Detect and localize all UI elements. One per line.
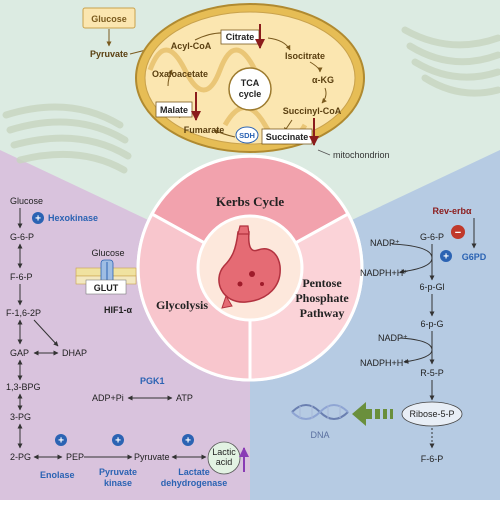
- mitochondrion-label: mitochondrion: [333, 150, 390, 160]
- ppp-ribose5p: Ribose-5-P: [409, 409, 454, 419]
- glut-box: [85, 279, 127, 295]
- gly-gap: GAP: [10, 348, 29, 358]
- membrane-glucose-label: Glucose: [91, 248, 124, 258]
- gly-dhap: DHAP: [62, 348, 87, 358]
- glucose-box: [82, 7, 136, 29]
- nadph-2: NADPH+H⁺: [360, 358, 408, 368]
- tca-label-1: TCA: [241, 78, 260, 88]
- golgi-decoration-left: [2, 103, 132, 174]
- pyruvate-kinase-plus-icon: [112, 434, 124, 446]
- pk-label-1: Pyruvate: [99, 467, 137, 477]
- glycolysis-center-label: Glycolysis: [156, 298, 208, 312]
- kerbs-cycle-label: Kerbs Cycle: [216, 194, 284, 209]
- lactic-acid-circle: [207, 441, 241, 475]
- svg-text:+: +: [443, 252, 449, 263]
- nadph-1: NADPH+H⁺: [360, 268, 408, 278]
- dna-label: DNA: [310, 430, 329, 440]
- tca-label-2: cycle: [239, 89, 262, 99]
- svg-text:+: +: [58, 436, 64, 447]
- enolase-plus-icon: [55, 434, 67, 446]
- stomach-icon: [218, 225, 281, 309]
- glycolysis-region: [0, 150, 250, 500]
- lactic-label-2: acid: [216, 457, 233, 467]
- adp-pi-label: ADP+Pi: [92, 393, 124, 403]
- tca-cycle-circle: [228, 67, 272, 111]
- gly-f6p: F-6-P: [10, 272, 33, 282]
- ppp-label-3: Pathway: [300, 306, 345, 320]
- ribose5p-ellipse: [401, 401, 463, 427]
- ppp-label-2: Phosphate: [295, 291, 349, 305]
- rev-erba-label: Rev-erbα: [432, 206, 472, 216]
- pgk1-label: PGK1: [140, 376, 165, 386]
- gly-3pg: 3-PG: [10, 412, 31, 422]
- enolase-label: Enolase: [40, 470, 75, 480]
- gly-glucose: Glucose: [10, 196, 43, 206]
- rev-erba-minus-icon: [451, 225, 465, 239]
- ppp-panel: Rev-erbα − G6PD + G-6-P NADP⁺ NADPH+H⁺ 6…: [291, 206, 487, 464]
- gly-pyruvate: Pyruvate: [134, 452, 170, 462]
- fumarate-label: Fumarate: [184, 125, 225, 135]
- gly-pep: PEP: [66, 452, 84, 462]
- svg-text:+: +: [35, 214, 41, 225]
- svg-text:−: −: [455, 227, 461, 239]
- glycolysis-panel: Glucose + Hexokinase G-6-P F-6-P F-1,6-2…: [6, 196, 249, 488]
- citrate-label: Citrate: [226, 32, 255, 42]
- akg-label: α-KG: [312, 75, 334, 85]
- gly-f16p: F-1,6-2P: [6, 308, 41, 318]
- ppp-r5p: R-5-P: [420, 368, 444, 378]
- svg-text:+: +: [115, 436, 121, 447]
- golgi-decoration-right: [401, 26, 500, 97]
- mito-pyruvate-label: Pyruvate: [90, 49, 128, 59]
- ldh-plus-icon: [182, 434, 194, 446]
- gly-2pg: 2-PG: [10, 452, 31, 462]
- malate-box: [155, 101, 193, 118]
- lactic-label-1: Lactic: [212, 447, 236, 457]
- atp-label: ATP: [176, 393, 193, 403]
- sdh-label: SDH: [239, 131, 255, 140]
- pk-label-2: kinase: [104, 478, 132, 488]
- gly-g6p: G-6-P: [10, 232, 34, 242]
- ppp-6pgl: 6-p-Gl: [419, 282, 444, 292]
- ppp-f6p: F-6-P: [421, 454, 444, 464]
- green-arrow-to-dna-icon: [352, 402, 393, 426]
- sdh-badge: [235, 126, 259, 144]
- ppp-6pg: 6-p-G: [420, 319, 443, 329]
- hexokinase-plus-icon: [32, 212, 44, 224]
- succinate-label: Succinate: [266, 132, 309, 142]
- ldh-label-2: dehydrogenase: [161, 478, 228, 488]
- g6pd-plus-icon: [440, 250, 452, 262]
- nadp-1: NADP⁺: [370, 238, 400, 248]
- oxaloacetate-label: Oxaloacetate: [152, 69, 208, 79]
- gly-bpg: 1,3-BPG: [6, 382, 41, 392]
- ppp-label-1: Pentose: [302, 276, 342, 290]
- acyl-coa-label: Acyl-CoA: [171, 41, 212, 51]
- dna-helix-icon: [291, 404, 349, 420]
- glut-label: GLUT: [94, 283, 119, 293]
- nadp-2: NADP⁺: [378, 333, 408, 343]
- mito-glucose-label: Glucose: [91, 14, 127, 24]
- g6pd-label: G6PD: [462, 252, 487, 262]
- isocitrate-label: Isocitrate: [285, 51, 325, 61]
- malate-label: Malate: [160, 105, 188, 115]
- hexokinase-label: Hexokinase: [48, 213, 98, 223]
- ppp-g6p: G-6-P: [420, 232, 444, 242]
- mito-label-leader: [317, 149, 331, 156]
- ldh-label-1: Lactate: [178, 467, 210, 477]
- succinyl-coa-label: Succinyl-CoA: [283, 106, 342, 116]
- hif1a-label: HIF1-α: [104, 305, 133, 315]
- svg-text:+: +: [185, 436, 191, 447]
